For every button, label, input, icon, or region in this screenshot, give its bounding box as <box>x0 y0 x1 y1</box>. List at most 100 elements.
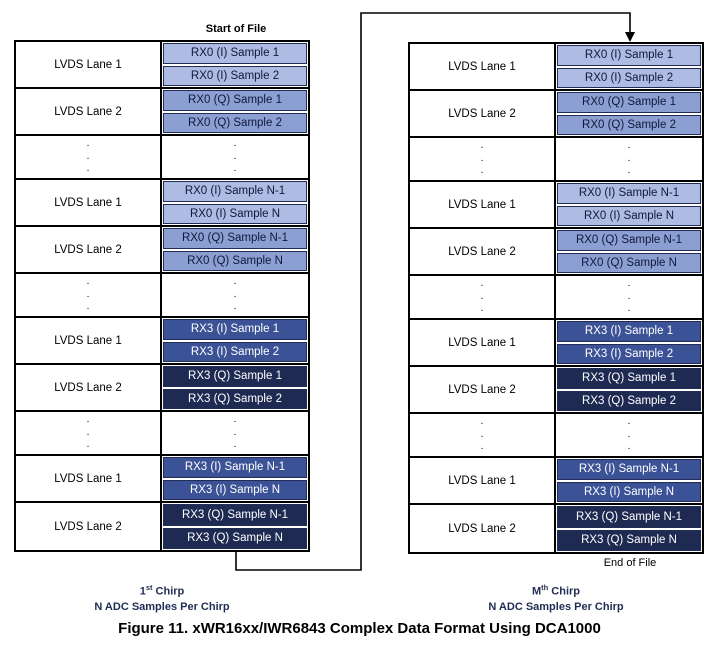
sample-stack: RX0 (I) Sample N-1 RX0 (I) Sample N <box>162 180 308 225</box>
sample-cell: RX3 (Q) Sample N <box>163 527 307 549</box>
chirp-line2: N ADC Samples Per Chirp <box>94 600 230 613</box>
ellipsis: . . . <box>627 416 631 453</box>
sample-stack: RX3 (Q) Sample 1 RX3 (Q) Sample 2 <box>556 367 702 412</box>
chirp-line1: 1st Chirp <box>139 583 185 598</box>
sample-cell: RX0 (Q) Sample 1 <box>163 90 307 111</box>
sample-stack: RX3 (Q) Sample N-1 RX3 (Q) Sample N <box>162 503 308 550</box>
sample-stack: RX0 (I) Sample 1 RX0 (I) Sample 2 <box>556 44 702 89</box>
ellipsis-row: . . . . . . <box>16 136 308 180</box>
sample-cell: RX3 (I) Sample N <box>557 481 701 502</box>
sample-cell: RX3 (I) Sample N-1 <box>557 459 701 480</box>
lvds-lane-cell: LVDS Lane 1 <box>410 320 556 365</box>
ellipsis: . . . <box>410 414 556 456</box>
table-row: LVDS Lane 2 RX0 (Q) Sample N-1 RX0 (Q) S… <box>410 229 702 276</box>
figure-caption: Figure 11. xWR16xx/IWR6843 Complex Data … <box>118 620 601 637</box>
end-of-file-label: End of File <box>603 557 657 569</box>
sample-cell: RX0 (I) Sample 2 <box>163 65 307 86</box>
sample-cell: RX0 (I) Sample 2 <box>557 67 701 88</box>
table-row: LVDS Lane 1 RX0 (I) Sample 1 RX0 (I) Sam… <box>410 44 702 91</box>
lvds-lane-cell: LVDS Lane 2 <box>16 227 162 272</box>
sample-cell: RX3 (Q) Sample N-1 <box>557 506 701 528</box>
sample-cell: RX0 (I) Sample N-1 <box>163 181 307 202</box>
ellipsis: . . . <box>627 278 631 315</box>
sample-cell: RX0 (Q) Sample N <box>163 250 307 271</box>
chirp-label-left: 1st Chirp N ADC Samples Per Chirp <box>14 583 310 614</box>
table-row: LVDS Lane 1 RX3 (I) Sample 1 RX3 (I) Sam… <box>410 320 702 367</box>
ellipsis: . . . <box>627 140 631 177</box>
sample-cell: RX3 (Q) Sample N-1 <box>163 504 307 526</box>
lvds-lane-cell: LVDS Lane 1 <box>16 180 162 225</box>
sample-stack: RX0 (I) Sample 1 RX0 (I) Sample 2 <box>162 42 308 87</box>
table-row: LVDS Lane 2 RX3 (Q) Sample N-1 RX3 (Q) S… <box>16 503 308 550</box>
chirp-line1: Mth Chirp <box>531 583 581 598</box>
sample-cell: RX0 (I) Sample N <box>557 205 701 226</box>
ellipsis: . . . <box>16 412 162 454</box>
table-row: LVDS Lane 1 RX3 (I) Sample 1 RX3 (I) Sam… <box>16 318 308 365</box>
ellipsis-row: . . . . . . <box>16 274 308 318</box>
ellipsis: . . . <box>16 274 162 316</box>
lvds-lane-cell: LVDS Lane 1 <box>410 182 556 227</box>
sample-stack: RX3 (I) Sample N-1 RX3 (I) Sample N <box>556 458 702 503</box>
table-row: LVDS Lane 1 RX3 (I) Sample N-1 RX3 (I) S… <box>16 456 308 503</box>
ellipsis: . . . <box>233 414 237 451</box>
sample-cell: RX3 (I) Sample 2 <box>163 341 307 362</box>
sample-cell: RX3 (I) Sample 1 <box>557 321 701 342</box>
sample-cell: RX3 (Q) Sample 2 <box>163 388 307 409</box>
sample-cell: RX3 (I) Sample 1 <box>163 319 307 340</box>
sample-cell: RX3 (I) Sample 2 <box>557 343 701 364</box>
ellipsis-row: . . . . . . <box>410 276 702 320</box>
sample-cell: RX0 (Q) Sample N <box>557 252 701 273</box>
sample-cell: RX0 (Q) Sample N-1 <box>163 228 307 249</box>
lvds-lane-cell: LVDS Lane 2 <box>16 89 162 134</box>
sample-stack: RX3 (Q) Sample N-1 RX3 (Q) Sample N <box>556 505 702 552</box>
chirp-line2: N ADC Samples Per Chirp <box>488 600 624 613</box>
table-row: LVDS Lane 2 RX3 (Q) Sample 1 RX3 (Q) Sam… <box>16 365 308 412</box>
sample-stack: RX0 (Q) Sample 1 RX0 (Q) Sample 2 <box>162 89 308 134</box>
table-row: LVDS Lane 2 RX0 (Q) Sample N-1 RX0 (Q) S… <box>16 227 308 274</box>
sample-cell: RX3 (Q) Sample N <box>557 529 701 551</box>
ellipsis: . . . <box>410 138 556 180</box>
sample-stack: RX3 (I) Sample 1 RX3 (I) Sample 2 <box>556 320 702 365</box>
lvds-lane-cell: LVDS Lane 1 <box>16 318 162 363</box>
sample-cell: RX0 (I) Sample N-1 <box>557 183 701 204</box>
ellipsis-row: . . . . . . <box>410 414 702 458</box>
sample-stack: RX0 (Q) Sample N-1 RX0 (Q) Sample N <box>162 227 308 272</box>
arrowhead-icon <box>625 32 635 42</box>
table-row: LVDS Lane 2 RX3 (Q) Sample 1 RX3 (Q) Sam… <box>410 367 702 414</box>
sample-cell: RX0 (I) Sample 1 <box>557 45 701 66</box>
table-row: LVDS Lane 1 RX0 (I) Sample N-1 RX0 (I) S… <box>16 180 308 227</box>
lvds-lane-cell: LVDS Lane 2 <box>410 367 556 412</box>
start-of-file-label: Start of File <box>205 23 267 35</box>
table-row: LVDS Lane 1 RX0 (I) Sample N-1 RX0 (I) S… <box>410 182 702 229</box>
sample-cell: RX0 (I) Sample 1 <box>163 43 307 64</box>
sample-cell: RX3 (Q) Sample 1 <box>163 366 307 387</box>
table-row: LVDS Lane 2 RX3 (Q) Sample N-1 RX3 (Q) S… <box>410 505 702 552</box>
sample-cell: RX0 (Q) Sample N-1 <box>557 230 701 251</box>
lvds-lane-cell: LVDS Lane 2 <box>16 365 162 410</box>
ellipsis: . . . <box>16 136 162 178</box>
table-row: LVDS Lane 2 RX0 (Q) Sample 1 RX0 (Q) Sam… <box>410 91 702 138</box>
lvds-lane-cell: LVDS Lane 2 <box>410 505 556 552</box>
lvds-lane-cell: LVDS Lane 2 <box>16 503 162 550</box>
sample-cell: RX3 (Q) Sample 2 <box>557 390 701 411</box>
lvds-lane-cell: LVDS Lane 1 <box>16 42 162 87</box>
sample-stack: RX3 (I) Sample 1 RX3 (I) Sample 2 <box>162 318 308 363</box>
sample-cell: RX3 (I) Sample N-1 <box>163 457 307 478</box>
sample-stack: RX0 (Q) Sample 1 RX0 (Q) Sample 2 <box>556 91 702 136</box>
sample-cell: RX3 (Q) Sample 1 <box>557 368 701 389</box>
left-chirp-table: LVDS Lane 1 RX0 (I) Sample 1 RX0 (I) Sam… <box>14 40 310 552</box>
lvds-lane-cell: LVDS Lane 1 <box>410 458 556 503</box>
sample-cell: RX0 (I) Sample N <box>163 203 307 224</box>
table-row: LVDS Lane 1 RX0 (I) Sample 1 RX0 (I) Sam… <box>16 42 308 89</box>
ellipsis-row: . . . . . . <box>16 412 308 456</box>
sample-cell: RX0 (Q) Sample 2 <box>163 112 307 133</box>
right-chirp-table: LVDS Lane 1 RX0 (I) Sample 1 RX0 (I) Sam… <box>408 42 704 554</box>
lvds-lane-cell: LVDS Lane 2 <box>410 229 556 274</box>
sample-stack: RX3 (Q) Sample 1 RX3 (Q) Sample 2 <box>162 365 308 410</box>
ellipsis: . . . <box>233 276 237 313</box>
chirp-label-right: Mth Chirp N ADC Samples Per Chirp <box>408 583 704 614</box>
sample-cell: RX0 (Q) Sample 2 <box>557 114 701 135</box>
ellipsis: . . . <box>233 138 237 175</box>
